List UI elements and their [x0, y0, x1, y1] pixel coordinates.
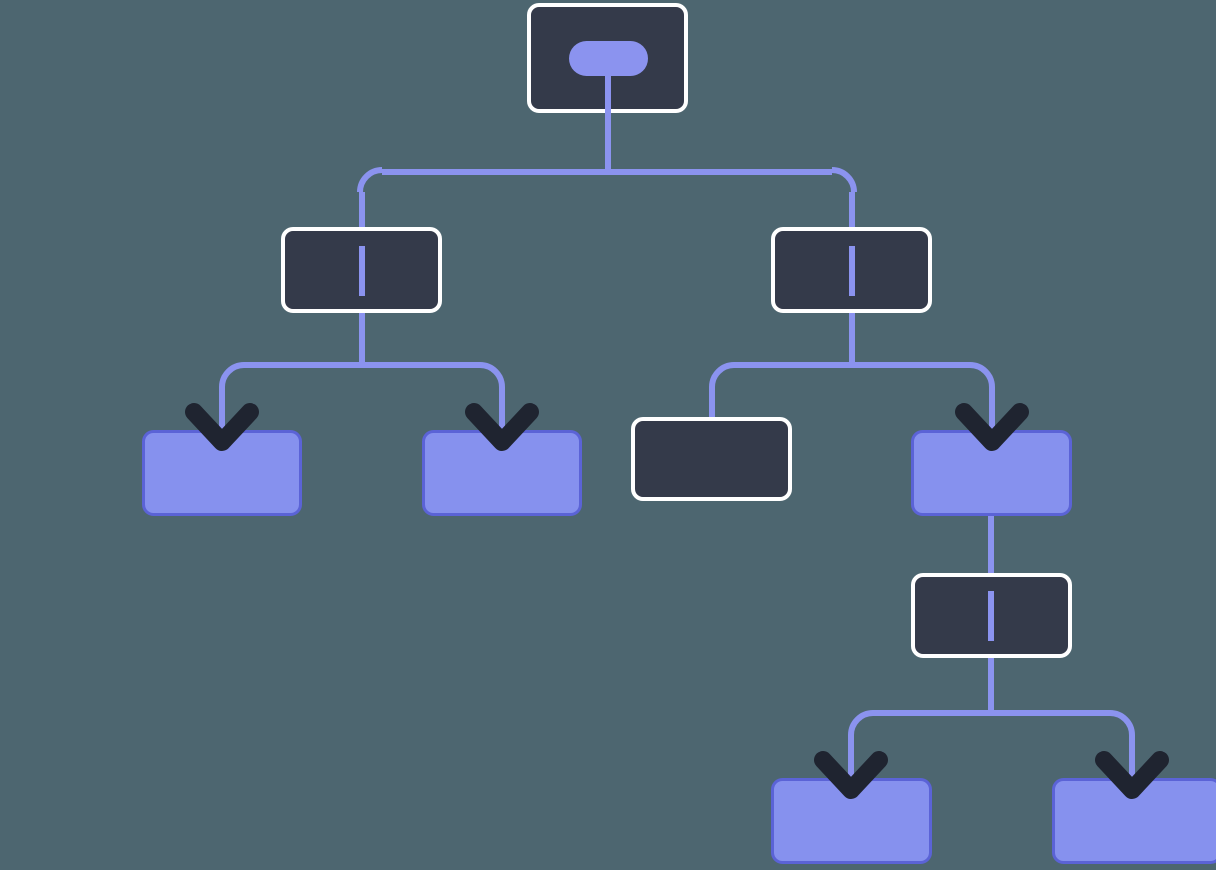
root-node[interactable] [527, 3, 688, 113]
edge-elbow [831, 167, 857, 193]
dark-node-body[interactable] [631, 417, 792, 501]
edge-elbow [969, 362, 995, 388]
arrowhead-leaf-5 [1095, 751, 1169, 799]
arrowhead-leaf-3 [955, 403, 1029, 451]
edge-root-to-branches [357, 113, 857, 246]
edge-elbow [1109, 710, 1135, 736]
root-pill-badge[interactable] [569, 41, 648, 76]
arrowhead-leaf-2 [465, 403, 539, 451]
chevron-front-icon [1095, 751, 1169, 799]
edge-branch-right-to-leaves [709, 296, 995, 430]
arrowhead-leaf-4 [814, 751, 888, 799]
edge-line [359, 113, 855, 246]
edge-elbow [357, 167, 383, 193]
edge-branch-left-to-leaves [219, 296, 505, 430]
branch-node-right[interactable] [771, 227, 932, 313]
chevron-front-icon [185, 403, 259, 451]
arrowhead-leaf-1 [185, 403, 259, 451]
chevron-front-icon [465, 403, 539, 451]
terminal-node-dark[interactable] [631, 417, 792, 501]
edge-elbow [709, 362, 735, 388]
branch-node-left[interactable] [281, 227, 442, 313]
node-layer [142, 3, 1216, 864]
edge-elbow [848, 710, 874, 736]
edge-elbow [219, 362, 245, 388]
edge-line [709, 296, 995, 430]
sub-branch-node[interactable] [911, 573, 1072, 658]
arrowhead-layer [185, 403, 1169, 799]
edge-elbow [479, 362, 505, 388]
edge-sub-branch-to-leaves [848, 641, 1135, 778]
edge-line [848, 641, 1135, 778]
edge-line [219, 296, 505, 430]
chevron-front-icon [955, 403, 1029, 451]
chevron-front-icon [814, 751, 888, 799]
